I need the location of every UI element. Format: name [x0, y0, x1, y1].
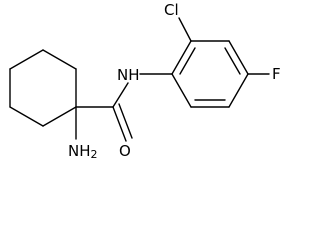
ring-bond [171, 73, 192, 108]
chemical-structure-diagram: Cl F NH O NH2 [9, 1, 281, 161]
ring-bond [9, 49, 44, 70]
amine-label: NH2 [68, 142, 98, 161]
carbonyl-oxygen-label: O [119, 142, 131, 160]
ring-double-bond [179, 47, 196, 75]
amine-subscript: 2 [91, 148, 98, 161]
ring-bond [228, 73, 249, 108]
carbonyl-double-bond [118, 103, 133, 139]
ring-bond [171, 40, 192, 75]
carbonyl-double-bond [112, 106, 127, 142]
phenyl-ring [171, 40, 249, 108]
amide-nh-label: NH [117, 66, 140, 84]
chlorine-label: Cl [164, 1, 179, 19]
ring-bond [42, 106, 77, 127]
amine-n-text: NH [68, 142, 91, 160]
cyclohexane-ring [9, 49, 77, 127]
chlorine-bond [178, 17, 192, 42]
ring-bond [9, 106, 44, 127]
ring-double-bond [224, 47, 241, 75]
ring-bond [42, 49, 77, 70]
ring-bond [228, 40, 249, 75]
fluorine-label: F [272, 65, 281, 83]
amide-n-bond [112, 82, 129, 108]
